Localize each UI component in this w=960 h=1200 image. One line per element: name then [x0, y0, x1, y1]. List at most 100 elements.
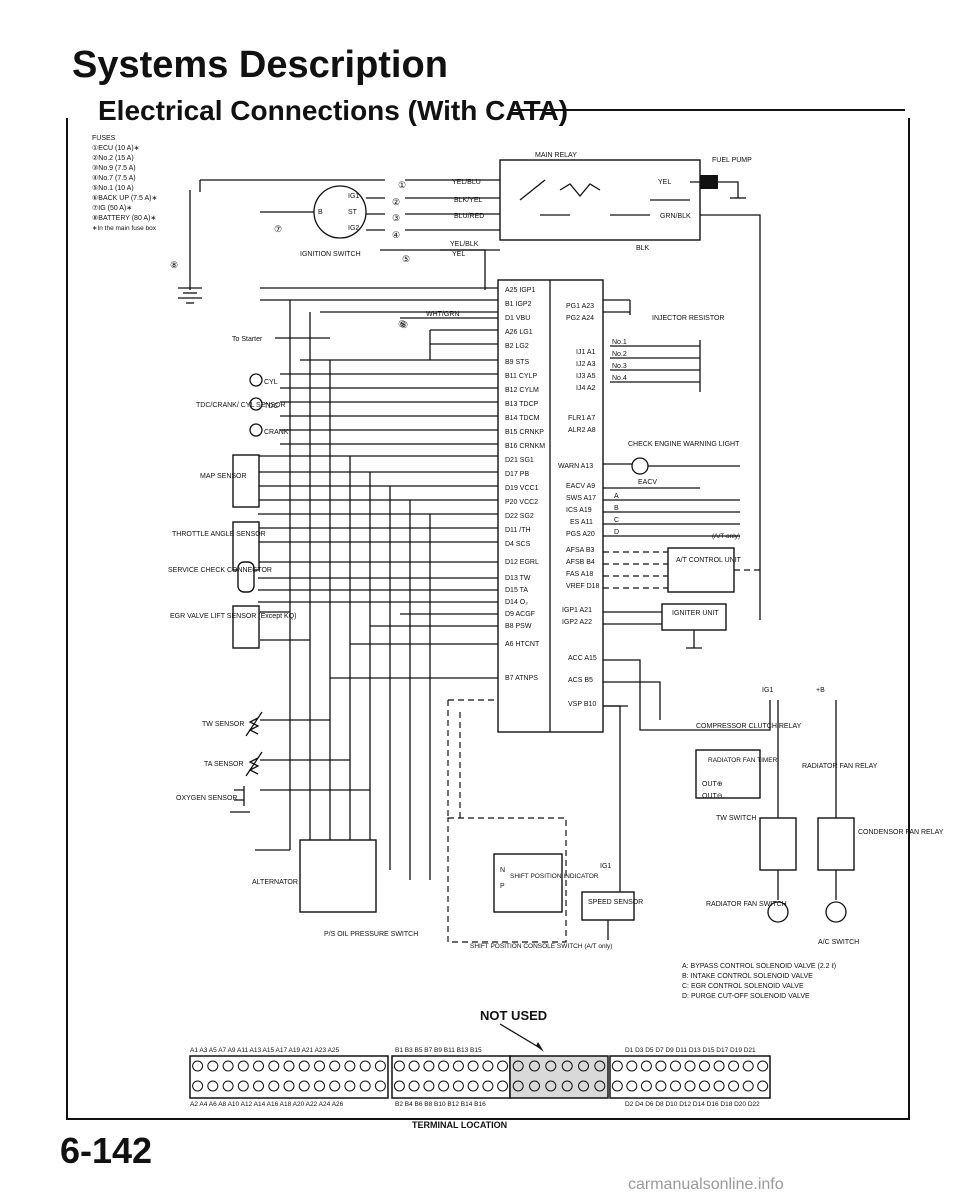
- terminal-pin: [561, 1080, 573, 1092]
- condensor-fan-relay-label: CONDENSOR FAN RELAY: [858, 829, 944, 836]
- ecu-pin: B2 LG2: [505, 343, 529, 350]
- radiator-fan-relay-box: [759, 817, 797, 871]
- terminal-pin: [374, 1060, 386, 1072]
- ecu-pin: PGS A20: [566, 531, 595, 538]
- ecu-pin: D11 /TH: [505, 527, 531, 534]
- fuse-ref: ③: [392, 213, 400, 223]
- not-used-label: NOT USED: [480, 1008, 547, 1023]
- terminal-pin: [512, 1060, 524, 1072]
- ignition-terminal-ig2: IG2: [348, 225, 359, 232]
- fuse-item: ③No.9 (7.5 A): [92, 164, 136, 172]
- terminal-pin: [253, 1060, 264, 1072]
- service-check-connector-label: SERVICE CHECK CONNECTOR: [168, 567, 272, 574]
- ecu-pin: IGP2 A22: [562, 619, 592, 626]
- terminal-pin: [344, 1080, 356, 1092]
- terminal-pin: [578, 1060, 589, 1072]
- terminal-pin: [655, 1060, 667, 1072]
- shift-position-console-switch-label: SHIFT POSITION CONSOLE SWITCH (A/T only): [470, 943, 612, 950]
- terminal-pin: [699, 1080, 710, 1092]
- wire-color-blu-red: BLU/RED: [454, 213, 484, 220]
- ecu-pin: P20 VCC2: [505, 499, 538, 506]
- terminal-pin: [393, 1080, 405, 1092]
- terminal-bottom-label: B2 B4 B6 B8 B10 B12 B14 B16: [395, 1101, 486, 1108]
- ecu-left-pins: A25 IGP1 B1 IGP2 D1 VBU A26 LG1 B2 LG2 B…: [505, 287, 545, 682]
- at-only-label: (A/T only): [712, 533, 740, 540]
- oxygen-sensor-symbol: [230, 786, 250, 813]
- terminal-pin: [655, 1080, 667, 1092]
- terminal-pin: [192, 1080, 204, 1092]
- terminal-pin: [713, 1060, 725, 1072]
- ecu-pin: D4 SCS: [505, 541, 531, 548]
- terminal-pin: [329, 1060, 341, 1072]
- terminal-pin: [640, 1080, 652, 1092]
- fuel-pump-label: FUEL PUMP: [712, 157, 752, 164]
- ecu-right-pins: PG1 A23 PG2 A24 IJ1 A1 IJ2 A3 IJ3 A5 IJ4…: [558, 303, 600, 708]
- check-engine-light: [631, 457, 649, 475]
- terminal-pin: [742, 1060, 754, 1072]
- fuse-item: ④No.7 (7.5 A): [92, 174, 136, 182]
- ecu-pin: FLR1 A7: [568, 415, 595, 422]
- ecu-pin: ACC A15: [568, 655, 597, 662]
- throttle-angle-sensor-label: THROTTLE ANGLE SENSOR: [172, 531, 266, 538]
- diagram-frame: [66, 118, 910, 1120]
- injector-label: No.2: [612, 351, 627, 358]
- fuse-ref: ①: [398, 180, 406, 190]
- wire-color-wht-grn: WHT/GRN: [426, 311, 459, 318]
- ecu-pin: B14 TDCM: [505, 415, 540, 422]
- terminal-pin: [283, 1080, 295, 1092]
- condensor-fan-motor: [825, 901, 847, 923]
- fuse-ref: ④: [392, 230, 400, 240]
- eacv-label: EACV: [638, 479, 657, 486]
- ecu-pin: FAS A18: [566, 571, 593, 578]
- ecu-pin: D14 O₂: [505, 599, 528, 606]
- fuse-ref: ⑥: [398, 319, 406, 329]
- out-plus-label: OUT⊕: [702, 781, 723, 788]
- cyl-label: CYL: [264, 379, 278, 386]
- terminal-pin: [545, 1060, 557, 1072]
- fuse-ref: ⑤: [402, 254, 410, 264]
- terminal-pin: [452, 1060, 464, 1072]
- ecu-pin: B7 ATNPS: [505, 675, 538, 682]
- check-engine-light-label: CHECK ENGINE WARNING LIGHT: [628, 441, 740, 448]
- radiator-fan-timer-label: RADIATOR FAN TIMER: [708, 757, 778, 764]
- ecu-pin: SWS A17: [566, 495, 596, 502]
- wire-color-blk: BLK: [636, 245, 650, 252]
- terminal-pin: [298, 1080, 310, 1092]
- shift-position-p: P: [500, 883, 505, 890]
- ecu-pin: D13 TW: [505, 575, 531, 582]
- ta-sensor-symbol: [245, 751, 263, 777]
- ecu-pin: D12 EGRL: [505, 559, 539, 566]
- tw-switch-label: TW SWITCH: [716, 815, 756, 822]
- terminal-pin: [512, 1080, 524, 1092]
- legend-item: A: BYPASS CONTROL SOLENOID VALVE (2.2 ℓ): [682, 963, 836, 970]
- terminal-pin: [283, 1060, 295, 1072]
- page-title: Systems Description: [72, 44, 448, 86]
- terminal-pin: [359, 1080, 371, 1092]
- ignition-terminal-ig1: IG1: [348, 193, 359, 200]
- ecu-pin: B15 CRNKP: [505, 429, 544, 436]
- injector-label: No.4: [612, 375, 627, 382]
- legend-item: D: PURGE CUT-OFF SOLENOID VALVE: [682, 993, 810, 1000]
- terminal-pin: [594, 1060, 606, 1072]
- ecu-pin: D22 SG2: [505, 513, 534, 520]
- fuse-item: ①ECU (10 A)∗: [92, 144, 140, 152]
- terminal-pin: [374, 1080, 386, 1092]
- terminal-pin: [467, 1080, 479, 1092]
- terminal-pin: [298, 1060, 310, 1072]
- solenoid-letter: C: [614, 517, 619, 524]
- ecu-pin: B13 TDCP: [505, 401, 539, 408]
- alternator: [299, 839, 377, 913]
- terminal-pin: [594, 1080, 606, 1092]
- shift-console-switch: [447, 817, 567, 943]
- wire-color-grn-blk: GRN/BLK: [660, 213, 691, 220]
- ecu-pin: D9 ACGF: [505, 611, 535, 618]
- ecu-pin: D21 SG1: [505, 457, 534, 464]
- fuse-item: ②No.2 (15 A): [92, 154, 134, 162]
- terminal-top-label: A1 A3 A5 A7 A9 A11 A13 A15 A17 A19 A21 A…: [190, 1047, 340, 1054]
- terminal-top-label: B1 B3 B5 B7 B9 B11 B13 B15: [395, 1047, 482, 1054]
- terminal-pin: [684, 1080, 696, 1092]
- ecu-pin: IJ2 A3: [576, 361, 596, 368]
- terminal-pin: [329, 1080, 341, 1092]
- terminal-pin: [529, 1080, 540, 1092]
- fuse-ref: ⑦: [274, 224, 282, 234]
